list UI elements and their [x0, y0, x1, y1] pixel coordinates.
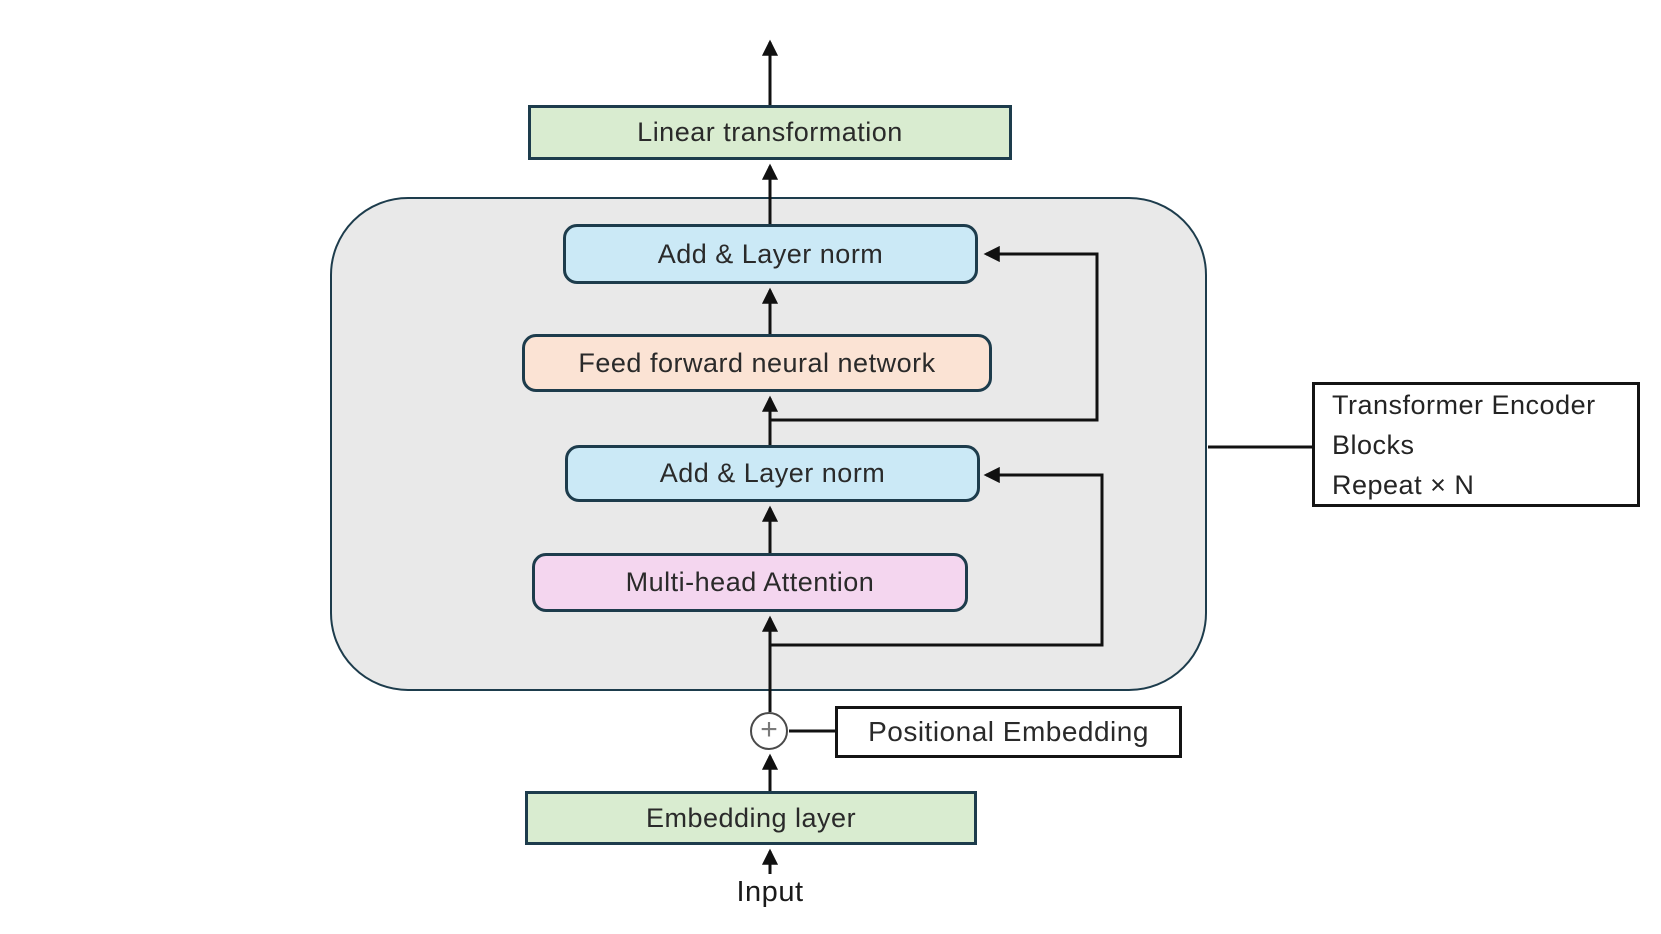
embedding-layer-label: Embedding layer: [645, 802, 857, 833]
add-layer-norm-top-label: Add & Layer norm: [657, 238, 884, 269]
positional-embedding-box: Positional Embedding: [835, 706, 1182, 758]
feed-forward-label: Feed forward neural network: [578, 347, 936, 378]
encoder-note-line3: Repeat × N: [1332, 469, 1475, 500]
positional-embedding-label: Positional Embedding: [868, 716, 1149, 747]
multi-head-attention-box: Multi-head Attention: [532, 553, 968, 612]
feed-forward-box: Feed forward neural network: [522, 334, 992, 392]
linear-transformation-box: Linear transformation: [528, 105, 1012, 160]
add-layer-norm-top-box: Add & Layer norm: [563, 224, 978, 284]
add-layer-norm-bottom-label: Add & Layer norm: [659, 458, 886, 488]
embedding-layer-box: Embedding layer: [525, 791, 977, 845]
encoder-note-box: Transformer Encoder Blocks Repeat × N: [1312, 382, 1640, 507]
add-positional-circle: +: [750, 712, 788, 750]
encoder-note-line1: Transformer Encoder: [1332, 389, 1596, 420]
plus-icon: +: [760, 712, 778, 746]
encoder-note-line2: Blocks: [1332, 429, 1415, 460]
linear-transformation-label: Linear transformation: [637, 117, 903, 147]
multi-head-attention-label: Multi-head Attention: [625, 567, 875, 597]
input-label: Input: [736, 876, 804, 908]
add-layer-norm-bottom-box: Add & Layer norm: [565, 445, 980, 502]
